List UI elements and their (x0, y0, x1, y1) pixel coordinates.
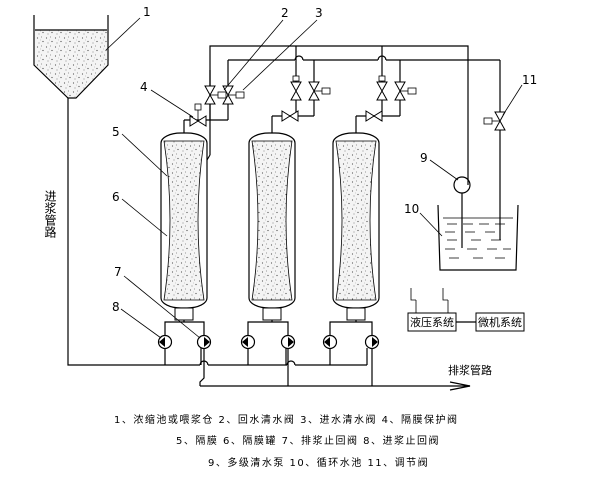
regulating-valve (483, 111, 506, 131)
return-water-valve-2 (290, 75, 302, 101)
callout-numbers: 1 2 3 4 5 6 7 8 9 10 11 (112, 5, 537, 314)
discharge-check-valve-2 (280, 334, 296, 350)
water-pump-and-tank (437, 130, 519, 271)
protection-valve-3 (365, 110, 383, 122)
inlet-water-valve-2 (308, 81, 331, 101)
callout-5: 5 (112, 125, 120, 139)
control-systems (407, 288, 525, 332)
discharge-pipe-label: 排浆管路 (448, 363, 492, 377)
callout-9: 9 (420, 151, 428, 165)
membrane-tank-1 (160, 132, 208, 321)
return-water-valve-1 (204, 85, 227, 105)
callout-7: 7 (114, 265, 122, 279)
hydraulic-system-label: 液压系统 (410, 315, 454, 329)
callout-10: 10 (404, 202, 419, 216)
legend: 1、浓缩池或喂浆仓 2、回水清水阀 3、进水清水阀 4、隔膜保护阀 5、隔膜 6… (114, 413, 459, 469)
valves (189, 75, 506, 131)
feed-check-valve-3 (322, 334, 338, 350)
callout-1: 1 (143, 5, 151, 19)
inlet-water-valve-1 (222, 85, 245, 105)
discharge-check-valve-3 (364, 334, 380, 350)
feed-hopper (33, 15, 109, 99)
membrane-tank-2 (248, 132, 296, 321)
discharge-check-valve-1 (196, 334, 212, 350)
callout-6: 6 (112, 190, 120, 204)
return-water-valve-3 (376, 75, 388, 101)
discharge-pipe (199, 348, 471, 391)
feed-check-valve-2 (240, 334, 256, 350)
membrane-tank-3 (332, 132, 380, 321)
protection-valve-2 (281, 110, 299, 122)
legend-line-1: 1、浓缩池或喂浆仓 2、回水清水阀 3、进水清水阀 4、隔膜保护阀 (114, 413, 459, 426)
legend-line-3: 9、多级清水泵 10、循环水池 11、调节阀 (208, 456, 429, 469)
inlet-water-valve-3 (394, 81, 417, 101)
callout-8: 8 (112, 300, 120, 314)
tank-bottom-manifolds (164, 320, 373, 336)
callout-3: 3 (315, 6, 323, 20)
feed-pipe (67, 98, 368, 366)
check-valves (157, 334, 380, 350)
callout-11: 11 (522, 73, 537, 87)
legend-line-2: 5、隔膜 6、隔膜罐 7、排浆止回阀 8、进浆止回阀 (176, 434, 440, 447)
feed-check-valve-1 (157, 334, 173, 350)
callout-4: 4 (140, 80, 148, 94)
leader-lines (105, 17, 523, 339)
labels: 进浆管路 排浆管路 液压系统 微机系统 (43, 190, 522, 377)
feed-pipe-label: 进浆管路 (43, 190, 57, 239)
computer-system-label: 微机系统 (478, 315, 522, 329)
callout-2: 2 (281, 6, 289, 20)
membrane-protection-valve (189, 103, 207, 127)
